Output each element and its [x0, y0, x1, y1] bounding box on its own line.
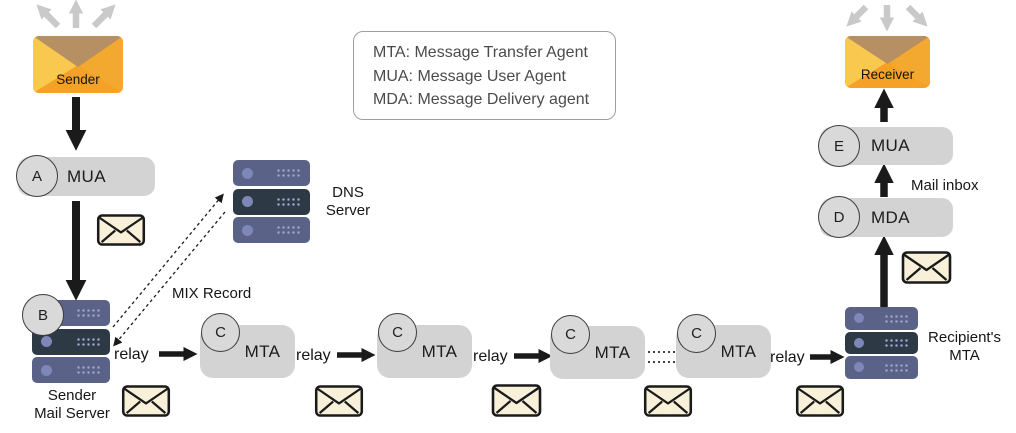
server-vents-icon: [276, 168, 301, 178]
server-vents-icon: [884, 338, 909, 348]
relay-label-4: relay: [770, 349, 805, 366]
recipient-mta-label-line1: Recipient's: [928, 329, 1001, 346]
mail-icon: [795, 385, 845, 422]
badge-d: D: [818, 196, 860, 238]
server-led-icon: [242, 167, 253, 179]
server-led-icon: [854, 337, 864, 348]
server-vents-icon: [76, 308, 101, 318]
node-mua-receiver-label: MUA: [871, 136, 910, 155]
envelope-graphic: [314, 385, 364, 417]
dns-server-label: DNS Server: [317, 184, 379, 220]
broadcast-arrows-icon: [36, 0, 116, 29]
dns-server-icon: [233, 160, 310, 243]
server-vents-icon: [76, 365, 101, 375]
mail-icon: [643, 385, 693, 422]
mail-icon: [901, 251, 952, 289]
server-unit: [233, 160, 310, 186]
relay-label-3: relay: [473, 348, 508, 365]
server-led-icon: [41, 364, 52, 376]
server-unit: [845, 331, 918, 354]
node-mta-2-label: MTA: [421, 341, 458, 361]
server-led-icon: [854, 313, 864, 324]
broadcast-arrow-up-right-icon: [91, 4, 116, 29]
server-unit: [845, 307, 918, 330]
badge-c2: C: [378, 313, 417, 352]
recipient-mta-label: Recipient's MTA: [917, 329, 1012, 365]
envelope-graphic: [643, 385, 693, 417]
arrow-dns-query: [112, 193, 224, 328]
sender-mail-server-label-line1: Sender: [47, 387, 97, 404]
badge-c1: C: [201, 313, 240, 352]
sender-label: Sender: [56, 72, 100, 87]
badge-c3: C: [551, 315, 590, 354]
badge-b: B: [22, 294, 64, 336]
mix-record-label: MIX Record: [172, 285, 252, 302]
mail-icon: [95, 214, 147, 251]
server-led-icon: [854, 362, 864, 373]
node-mua-sender-label: MUA: [67, 166, 106, 186]
receiver-envelope-icon: Receiver: [845, 36, 930, 88]
badge-c4: C: [677, 314, 716, 353]
mail-icon: [120, 385, 172, 422]
mail-inbox-label: Mail inbox: [911, 177, 979, 194]
server-unit: [845, 356, 918, 379]
sender-mail-server-label: Sender Mail Server: [8, 387, 136, 423]
badge-e: E: [818, 125, 860, 167]
server-vents-icon: [884, 362, 909, 372]
server-vents-icon: [276, 196, 301, 207]
server-led-icon: [242, 224, 253, 236]
arrow-dns-response: [113, 211, 226, 347]
recipient-mta-label-line2: MTA: [949, 347, 980, 364]
relay-label-1: relay: [114, 346, 149, 363]
server-unit: [32, 357, 110, 383]
server-led-icon: [242, 196, 253, 207]
mail-icon: [491, 384, 542, 422]
server-unit: [233, 188, 310, 215]
node-mda-label: MDA: [871, 207, 910, 227]
envelope-graphic: [901, 251, 952, 284]
sender-mail-server-label-line2: Mail Server: [34, 405, 110, 422]
server-led-icon: [41, 336, 52, 347]
server-vents-icon: [884, 313, 909, 323]
broadcast-arrows-icon: [846, 4, 928, 32]
dns-server-label-line1: DNS: [332, 184, 364, 201]
node-mta-1-label: MTA: [244, 341, 281, 361]
mail-icon: [313, 385, 365, 422]
legend-box: MTA: Message Transfer Agent MUA: Message…: [353, 31, 616, 120]
broadcast-arrow-up-left-icon: [36, 4, 61, 29]
relay-label-2: relay: [296, 347, 331, 364]
envelope-graphic: [845, 36, 930, 88]
broadcast-arrow-down-right-icon: [905, 4, 928, 27]
node-mta-3-label: MTA: [594, 342, 631, 362]
server-vents-icon: [76, 336, 101, 347]
sender-envelope-icon: Sender: [33, 36, 123, 93]
badge-a: A: [16, 155, 58, 197]
node-mta-4-label: MTA: [720, 341, 757, 361]
legend-line-mda: MDA: Message Delivery agent: [373, 91, 590, 108]
receiver-label: Receiver: [860, 67, 915, 82]
envelope-graphic: [96, 214, 146, 246]
server-vents-icon: [276, 225, 301, 235]
envelope-graphic: [121, 385, 171, 417]
dns-server-label-line2: Server: [325, 202, 371, 219]
legend-line-mta: MTA: Message Transfer Agent: [373, 44, 588, 61]
broadcast-arrow-down-left-icon: [846, 4, 869, 27]
server-unit: [233, 217, 310, 243]
envelope-graphic: [795, 385, 845, 417]
legend-line-mua: MUA: Message User Agent: [373, 67, 566, 85]
recipient-mta-server-icon: [845, 307, 918, 379]
envelope-graphic: [491, 384, 542, 417]
envelope-graphic: [33, 36, 123, 93]
dotted-continuation: [648, 351, 676, 363]
